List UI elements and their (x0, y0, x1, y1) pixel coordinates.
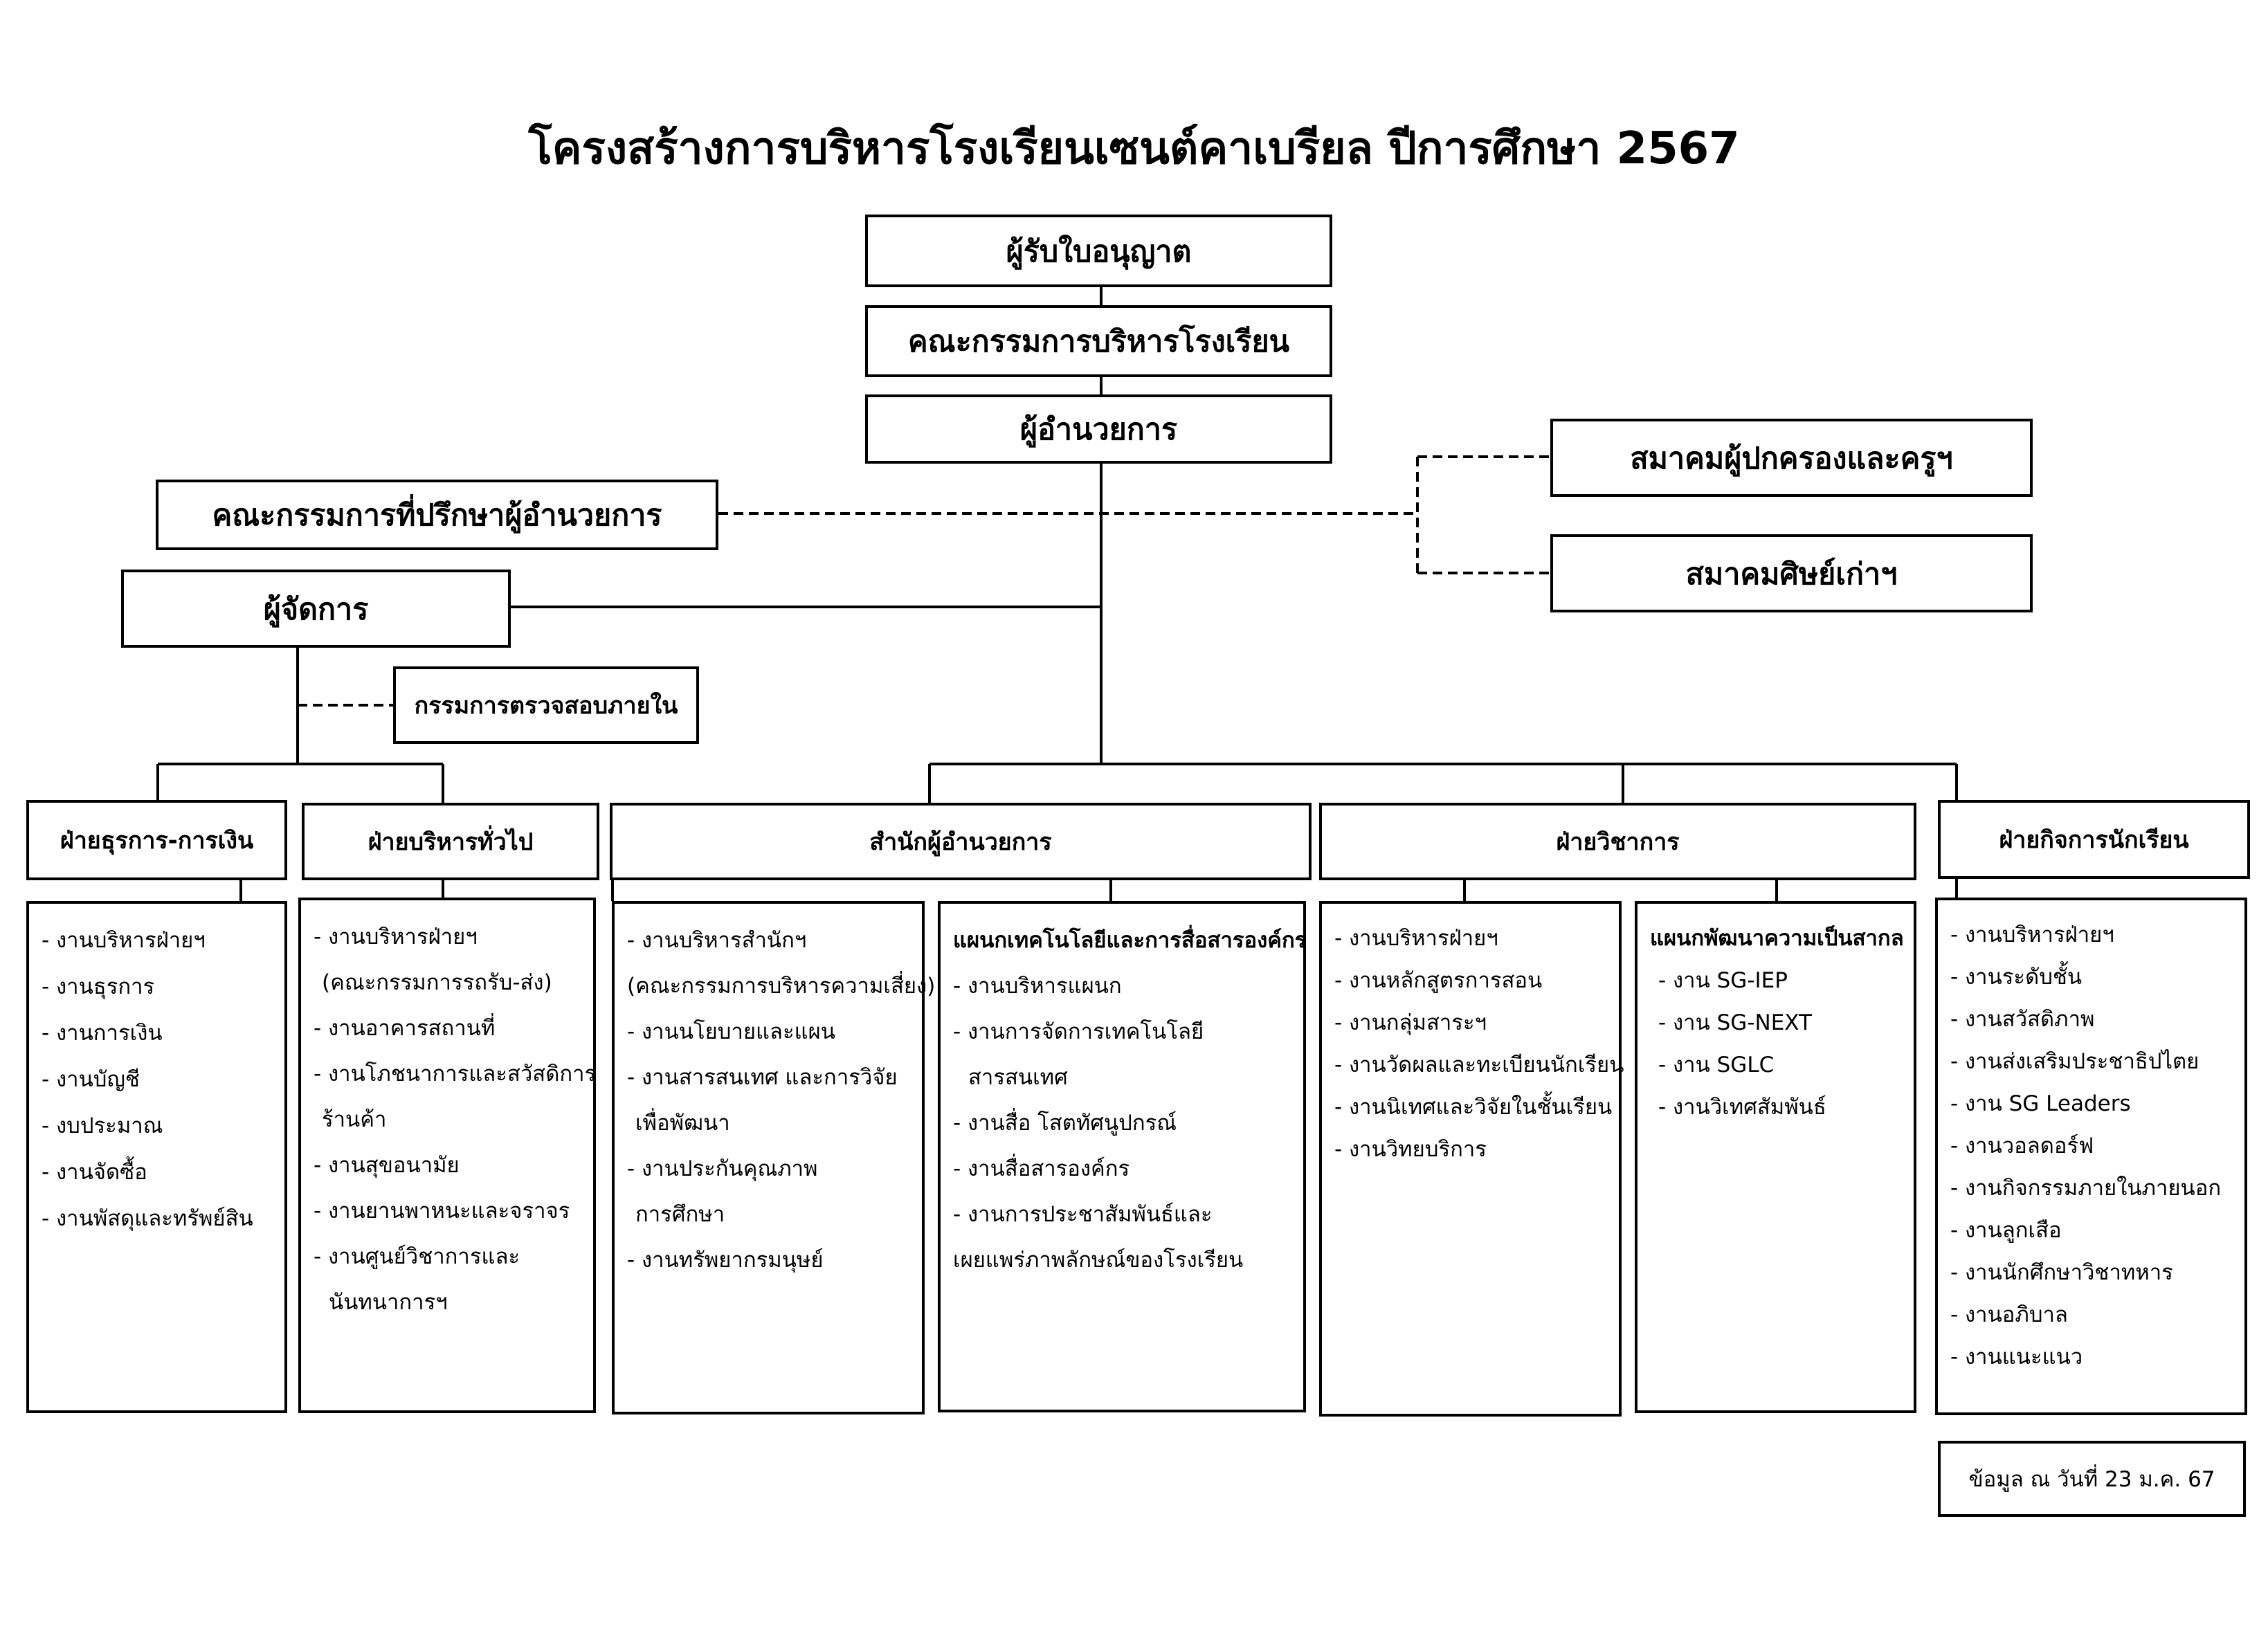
director-office-right-panel: แผนกเทคโนโลยีและการสื่อสารองค์กร - งานบร… (938, 901, 1306, 1412)
tech-communication-list: - งานบริหารแผนก - งานการจัดการเทคโนโลยี … (953, 963, 1294, 1283)
division-business-finance: ฝ่ายธุรการ-การเงิน (26, 800, 287, 880)
list-item: นันทนาการฯ (329, 1290, 448, 1315)
general-admin-panel: - งานบริหารฝ่ายฯ (คณะกรรมการรถรับ-ส่ง) -… (298, 898, 596, 1413)
list-item: - งานวิเทศสัมพันธ์ (1658, 1095, 1826, 1120)
list-item: - งาน SG Leaders (1950, 1091, 2131, 1116)
list-item: (คณะกรรมการบริหารความเสี่ยง) (627, 974, 936, 999)
list-item: - งานประกันคุณภาพ (627, 1156, 818, 1181)
director-office-left-list: - งานบริหารสำนักฯ (คณะกรรมการบริหารความเ… (627, 918, 936, 1283)
list-item: - งานบัญชี (42, 1067, 140, 1092)
list-item: - งานวอลดอร์ฟ (1950, 1134, 2094, 1158)
student-affairs-list: - งานบริหารฝ่ายฯ - งานระดับชั้น - งานสวั… (1950, 914, 2235, 1378)
internationalization-list: - งาน SG-IEP - งาน SG-NEXT - งาน SGLC - … (1650, 960, 1904, 1129)
list-item: เพื่อพัฒนา (635, 1111, 730, 1136)
business-finance-panel: - งานบริหารฝ่ายฯ - งานธุรการ - งานการเงิ… (26, 901, 287, 1413)
advisory-committee-box: คณะกรรมการที่ปรึกษาผู้อำนวยการ (156, 480, 718, 550)
list-item: - งานหลักสูตรการสอน (1334, 968, 1543, 993)
academic-left-panel: - งานบริหารฝ่ายฯ - งานหลักสูตรการสอน - ง… (1319, 901, 1624, 1417)
list-item: - งบประมาณ (42, 1113, 163, 1138)
list-item: - งานการเงิน (42, 1021, 163, 1046)
list-item: - งานโภชนาการและสวัสดิการ (314, 1062, 597, 1086)
list-item: - งานบริหารฝ่ายฯ (1950, 922, 2114, 947)
list-item: (คณะกรรมการรถรับ-ส่ง) (322, 970, 552, 995)
list-item: - งานนิเทศและวิจัยในชั้นเรียน (1334, 1095, 1613, 1120)
licensee-box: ผู้รับใบอนุญาต (865, 215, 1332, 287)
list-item: - งานสื่อสารองค์กร (953, 1156, 1130, 1181)
board-box: คณะกรรมการบริหารโรงเรียน (865, 305, 1332, 377)
list-item: สารสนเทศ (968, 1065, 1068, 1090)
division-director-office: สำนักผู้อำนวยการ (610, 803, 1312, 880)
list-item: - งานวัดผลและทะเบียนนักเรียน (1334, 1053, 1624, 1077)
director-office-left-panel: - งานบริหารสำนักฯ (คณะกรรมการบริหารความเ… (612, 901, 936, 1414)
list-item: การศึกษา (635, 1202, 725, 1227)
list-item: - งานวิทยบริการ (1334, 1137, 1487, 1162)
list-item: - งานบริหารแผนก (953, 974, 1122, 999)
list-item: - งานส่งเสริมประชาธิปไตย (1950, 1049, 2199, 1074)
list-item: - งานการจัดการเทคโนโลยี (953, 1019, 1204, 1044)
list-item: - งาน SG-NEXT (1658, 1010, 1812, 1035)
list-item: - งานนักศึกษาวิชาทหาร (1950, 1260, 2173, 1285)
list-item: - งานบริหารฝ่ายฯ (42, 928, 206, 953)
alumni-association-box: สมาคมศิษย์เก่าฯ (1550, 534, 2033, 612)
list-item: - งานนโยบายและแผน (627, 1019, 835, 1044)
tech-communication-dept-heading: แผนกเทคโนโลยีและการสื่อสารองค์กร (953, 928, 1307, 953)
list-item: - งานยานพาหนะและจราจร (314, 1199, 570, 1223)
list-item: ร้านค้า (322, 1107, 387, 1132)
list-item: - งานอภิบาล (1950, 1302, 2068, 1327)
list-item: - งานกิจกรรมภายในภายนอก (1950, 1176, 2222, 1201)
internal-audit-box: กรรมการตรวจสอบภายใน (393, 666, 699, 744)
list-item: - งานบริหารสำนักฯ (627, 928, 807, 953)
list-item: - งานสวัสดิภาพ (1950, 1007, 2095, 1032)
parents-teachers-association-box: สมาคมผู้ปกครองและครูฯ (1550, 419, 2033, 497)
page-title: โครงสร้างการบริหารโรงเรียนเซนต์คาเบรียล … (528, 123, 1740, 174)
list-item: - งานจัดซื้อ (42, 1160, 147, 1185)
general-admin-list: - งานบริหารฝ่ายฯ (คณะกรรมการรถรับ-ส่ง) -… (314, 914, 597, 1325)
list-item: - งาน SGLC (1658, 1053, 1775, 1077)
list-item: - งานสื่อ โสตทัศนูปกรณ์ (953, 1111, 1177, 1136)
manager-box: ผู้จัดการ (121, 570, 511, 648)
list-item: - งานศูนย์วิชาการและ (314, 1244, 520, 1269)
list-item: - งานบริหารฝ่ายฯ (1334, 926, 1498, 951)
division-academic: ฝ่ายวิชาการ (1319, 803, 1916, 880)
academic-right-panel: แผนกพัฒนาความเป็นสากล - งาน SG-IEP - งาน… (1635, 901, 1916, 1413)
division-student-affairs: ฝ่ายกิจการนักเรียน (1938, 800, 2250, 879)
internationalization-dept-heading: แผนกพัฒนาความเป็นสากล (1650, 926, 1904, 951)
list-item: - งานอาคารสถานที่ (314, 1016, 496, 1041)
division-general-admin: ฝ่ายบริหารทั่วไป (302, 803, 599, 880)
student-affairs-panel: - งานบริหารฝ่ายฯ - งานระดับชั้น - งานสวั… (1935, 898, 2247, 1415)
list-item: - งานระดับชั้น (1950, 965, 2083, 990)
list-item: - งานพัสดุและทรัพย์สิน (42, 1206, 253, 1231)
list-item: - งานสารสนเทศ และการวิจัย (627, 1065, 898, 1090)
list-item: - งานสุขอนามัย (314, 1153, 460, 1178)
list-item: - งานการประชาสัมพันธ์และ (953, 1202, 1213, 1227)
list-item: - งานบริหารฝ่ายฯ (314, 925, 478, 949)
business-finance-list: - งานบริหารฝ่ายฯ - งานธุรการ - งานการเงิ… (42, 918, 275, 1242)
list-item: - งานกลุ่มสาระฯ (1334, 1010, 1487, 1035)
list-item: - งานธุรการ (42, 974, 155, 999)
list-item: - งานลูกเสือ (1950, 1218, 2062, 1243)
director-box: ผู้อำนวยการ (865, 394, 1332, 464)
list-item: เผยแพร่ภาพลักษณ์ของโรงเรียน (953, 1248, 1244, 1273)
list-item: - งาน SG-IEP (1658, 968, 1788, 993)
list-item: - งานทรัพยากรมนุษย์ (627, 1248, 824, 1273)
list-item: - งานแนะแนว (1950, 1345, 2083, 1370)
data-date-note: ข้อมูล ณ วันที่ 23 ม.ค. 67 (1938, 1441, 2246, 1517)
academic-left-list: - งานบริหารฝ่ายฯ - งานหลักสูตรการสอน - ง… (1334, 918, 1624, 1171)
